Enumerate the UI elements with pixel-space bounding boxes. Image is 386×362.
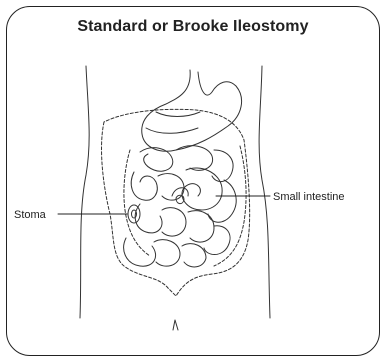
stomach: [142, 70, 242, 151]
torso-outline: [80, 66, 89, 318]
stoma-label: Stoma: [14, 209, 47, 221]
torso-outline-right: [259, 66, 270, 318]
small-intestine-label: Small intestine: [273, 191, 345, 203]
abdominal-cavity-outline: [102, 109, 250, 296]
large-intestine: [124, 146, 246, 266]
small-intestine-loops: [124, 146, 236, 267]
stoma-opening: [128, 205, 140, 223]
figure-title: Standard or Brooke Ileostomy: [0, 18, 386, 36]
navel-mark: [173, 320, 178, 330]
